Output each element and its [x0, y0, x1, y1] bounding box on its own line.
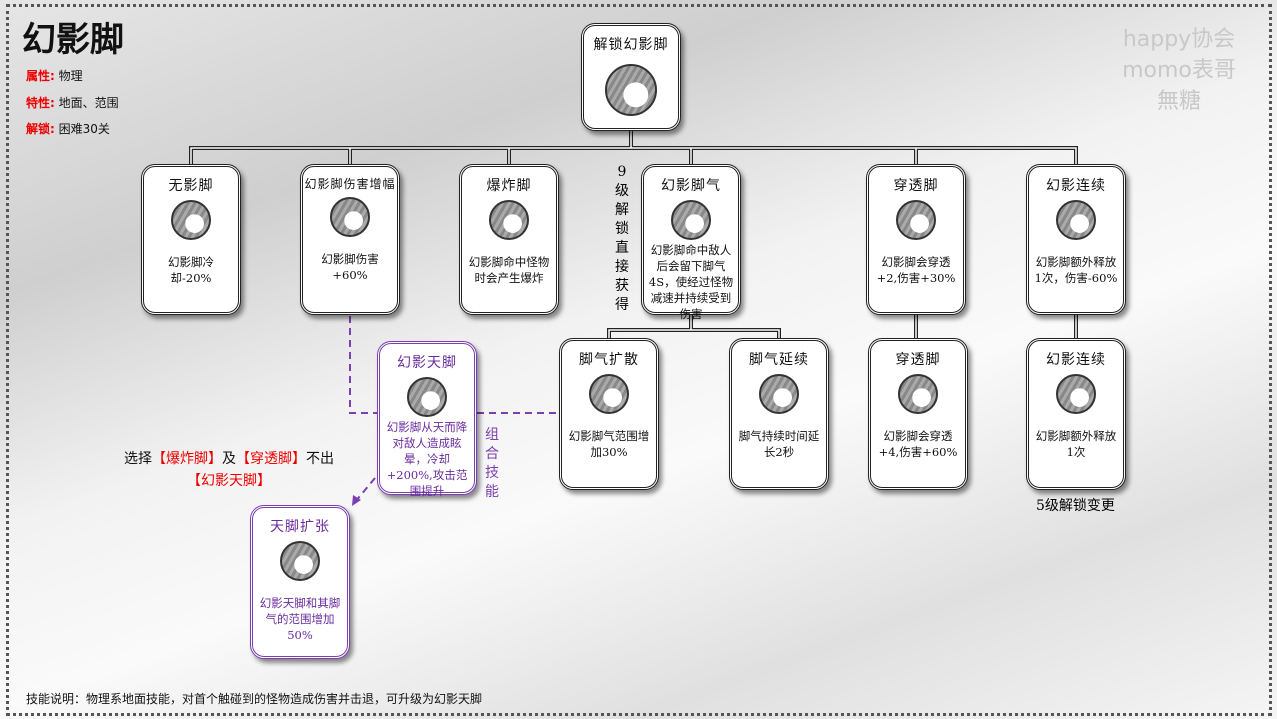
phantom-kick-icon: [759, 374, 799, 414]
skill-card[interactable]: 天脚扩张幻影天脚和其脚气的范围增加50%: [250, 505, 350, 659]
skill-description: 幻影脚气范围增加30%: [568, 429, 650, 459]
skill-name: 爆炸脚: [486, 178, 532, 194]
skill-description: 幻影脚伤害+60%: [321, 252, 379, 282]
attribute-unlock: 解锁: 困难30关: [26, 122, 110, 136]
skill-card[interactable]: 脚气扩散幻影脚气范围增加30%: [559, 338, 659, 490]
skill-description: 幻影脚命中敌人后会留下脚气4S，使经过怪物减速并持续受到伤害: [648, 243, 734, 321]
phantom-kick-icon: [1056, 374, 1096, 414]
level5-note: 5级解锁变更: [1036, 498, 1115, 514]
skill-name: 幻影连续: [1046, 178, 1106, 194]
phantom-kick-icon: [280, 541, 320, 581]
skill-description: 幻影脚会穿透+2,伤害+30%: [876, 255, 956, 285]
skill-description: 幻影脚会穿透+4,伤害+60%: [878, 429, 958, 459]
phantom-kick-icon: [671, 200, 711, 240]
skill-name: 无影脚: [168, 178, 214, 194]
skill-description: 幻影脚额外释放1次: [1035, 429, 1117, 459]
attribute-type: 属性: 物理: [26, 69, 83, 83]
skill-name: 幻影脚气: [661, 178, 721, 194]
skill-name: 脚气扩散: [579, 352, 639, 368]
skill-description: 幻影脚额外释放1次，伤害-60%: [1034, 255, 1118, 285]
skill-description: 幻影脚命中怪物时会产生爆炸: [468, 255, 550, 285]
phantom-kick-icon: [330, 197, 370, 237]
combo-label: 组合技能: [485, 427, 499, 500]
phantom-kick-icon: [171, 200, 211, 240]
skill-name: 幻影连续: [1046, 352, 1106, 368]
phantom-kick-icon: [489, 200, 529, 240]
skill-description: 幻影脚冷却-20%: [168, 255, 214, 285]
level9-note: 9级解锁直接获得: [615, 164, 629, 313]
skill-card[interactable]: 幻影脚伤害增幅幻影脚伤害+60%: [300, 164, 400, 315]
page-frame: [6, 4, 1272, 716]
phantom-kick-icon: [1056, 200, 1096, 240]
skill-name: 穿透脚: [895, 352, 941, 368]
page-title: 幻影脚: [22, 20, 124, 60]
skill-card[interactable]: 穿透脚幻影脚会穿透+2,伤害+30%: [866, 164, 966, 315]
skill-name: 穿透脚: [893, 178, 939, 194]
exclusion-note: 选择【爆炸脚】及【穿透脚】不出【幻影天脚】: [124, 451, 334, 489]
skill-card[interactable]: 幻影脚气幻影脚命中敌人后会留下脚气4S，使经过怪物减速并持续受到伤害: [641, 164, 741, 321]
footer-description: 技能说明：物理系地面技能，对首个触碰到的怪物造成伤害并击退，可升级为幻影天脚: [26, 692, 483, 706]
skill-card[interactable]: 爆炸脚幻影脚命中怪物时会产生爆炸: [459, 164, 559, 315]
root-skill-card[interactable]: 解锁幻影脚: [581, 23, 681, 131]
skill-name: 幻影脚伤害增幅: [304, 177, 396, 191]
skill-name: 天脚扩张: [270, 519, 330, 535]
phantom-kick-icon: [407, 377, 447, 417]
attribute-trait: 特性: 地面、范围: [26, 96, 119, 110]
skill-card[interactable]: 幻影连续幻影脚额外释放1次，伤害-60%: [1026, 164, 1126, 315]
skill-name: 幻影天脚: [397, 355, 457, 371]
skill-card[interactable]: 无影脚幻影脚冷却-20%: [141, 164, 241, 315]
skill-description: 幻影天脚和其脚气的范围增加50%: [259, 596, 341, 642]
skill-name: 脚气延续: [749, 352, 809, 368]
phantom-kick-icon: [898, 374, 938, 414]
skill-card[interactable]: 穿透脚幻影脚会穿透+4,伤害+60%: [868, 338, 968, 490]
phantom-kick-icon: [605, 64, 657, 116]
skill-description: 脚气持续时间延长2秒: [738, 429, 820, 459]
skill-description: 幻影脚从天而降对敌人造成眩晕，冷却+200%,攻击范围提升: [386, 420, 468, 498]
phantom-kick-icon: [896, 200, 936, 240]
skill-card[interactable]: 幻影天脚幻影脚从天而降对敌人造成眩晕，冷却+200%,攻击范围提升: [377, 341, 477, 498]
skill-card[interactable]: 幻影连续幻影脚额外释放1次: [1026, 338, 1126, 490]
phantom-kick-icon: [589, 374, 629, 414]
skill-card[interactable]: 脚气延续脚气持续时间延长2秒: [729, 338, 829, 490]
